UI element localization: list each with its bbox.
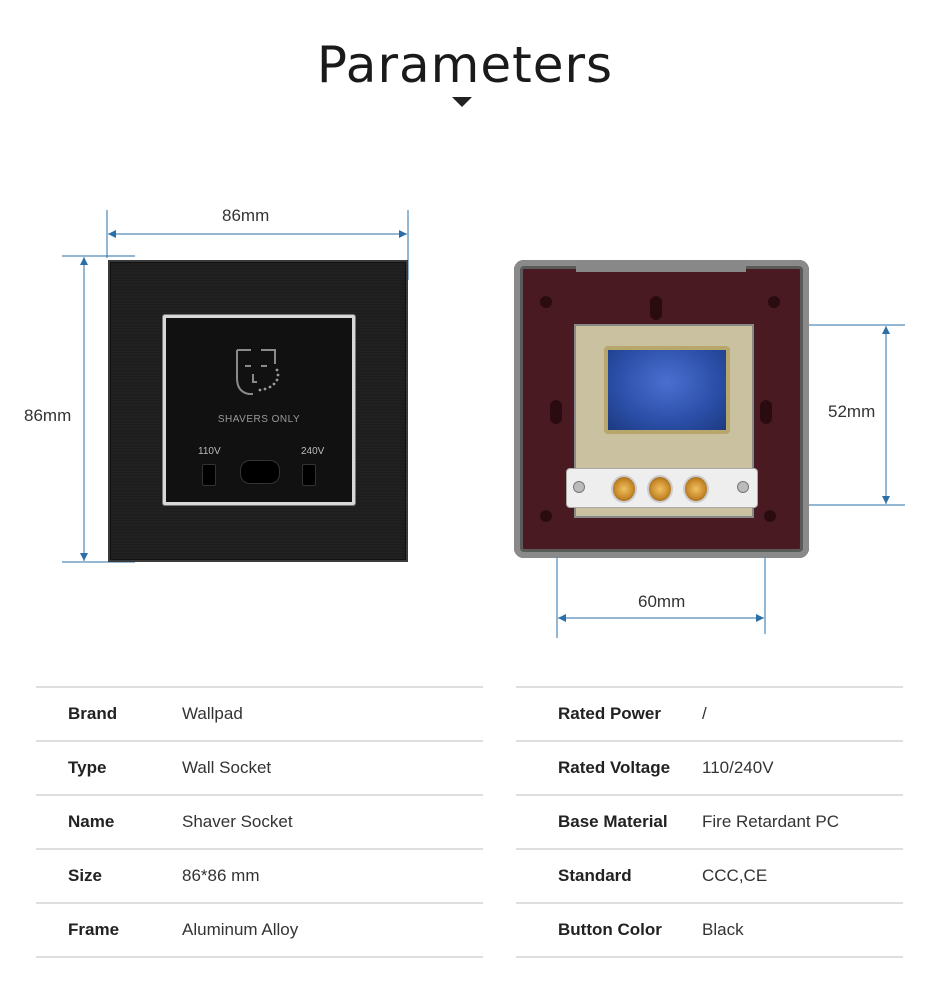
spec-row: Type Wall Socket <box>36 742 483 796</box>
spec-label: Type <box>68 758 107 777</box>
arrow-left-icon <box>108 230 116 238</box>
spec-label: Base Material <box>558 812 668 831</box>
mount-hole <box>760 400 772 424</box>
transformer-coil <box>604 346 730 434</box>
arrow-left-icon <box>558 614 566 622</box>
spec-value: Wallpad <box>182 704 243 723</box>
spec-value: 110/240V <box>702 758 774 777</box>
voltage-240-label: 240V <box>301 446 325 457</box>
front-width-label: 86mm <box>222 206 270 225</box>
spec-row: Standard CCC,CE <box>516 850 903 904</box>
spec-row: Name Shaver Socket <box>36 796 483 850</box>
terminal <box>611 475 637 503</box>
mount-hole <box>650 296 662 320</box>
voltage-110-label: 110V <box>198 446 221 457</box>
pin-hole-center <box>240 460 280 484</box>
spec-value: / <box>702 704 707 723</box>
mount-hole <box>768 296 780 308</box>
spec-value: Aluminum Alloy <box>182 920 299 939</box>
spec-label: Rated Voltage <box>558 758 671 777</box>
spec-row: Frame Aluminum Alloy <box>36 904 483 958</box>
spec-label: Name <box>68 812 115 831</box>
shaver-face-icon <box>236 349 280 395</box>
spec-row: Button Color Black <box>516 904 903 958</box>
spec-label: Standard <box>558 866 632 885</box>
spec-label: Brand <box>68 704 118 723</box>
mount-hole <box>550 400 562 424</box>
spec-value: CCC,CE <box>702 866 768 885</box>
front-height-label: 86mm <box>24 406 72 425</box>
screw-icon <box>737 481 749 493</box>
spec-label: Size <box>68 866 103 885</box>
arrow-down-icon <box>80 553 88 561</box>
spec-row: Brand Wallpad <box>36 686 483 742</box>
mount-hole <box>540 510 552 522</box>
arrow-up-icon <box>882 326 890 334</box>
back-height-label: 52mm <box>828 402 876 421</box>
spec-value: Shaver Socket <box>182 812 293 831</box>
pin-hole-right <box>302 464 316 486</box>
spec-row: Rated Power / <box>516 686 903 742</box>
back-width-label: 60mm <box>638 592 686 611</box>
shavers-only-label: SHAVERS ONLY <box>217 414 301 425</box>
terminal <box>647 475 673 503</box>
screw-icon <box>573 481 585 493</box>
arrow-up-icon <box>80 257 88 265</box>
socket-front-image: SHAVERS ONLY 110V 240V <box>108 260 408 562</box>
mount-hole <box>540 296 552 308</box>
terminal-block <box>566 468 758 508</box>
arrow-down-icon <box>882 496 890 504</box>
spec-row: Rated Voltage 110/240V <box>516 742 903 796</box>
spec-table-right: Rated Power / Rated Voltage 110/240V Bas… <box>516 686 903 958</box>
terminal <box>683 475 709 503</box>
spec-value: Fire Retardant PC <box>702 812 839 831</box>
caret-down-icon <box>452 97 472 107</box>
socket-insert: SHAVERS ONLY 110V 240V <box>163 315 355 505</box>
spec-value: Black <box>702 920 744 939</box>
spec-label: Button Color <box>558 920 662 939</box>
arrow-right-icon <box>399 230 407 238</box>
socket-back-image <box>514 260 809 558</box>
spec-table-left: Brand Wallpad Type Wall Socket Name Shav… <box>36 686 483 958</box>
spec-value: Wall Socket <box>182 758 272 777</box>
arrow-right-icon <box>756 614 764 622</box>
pin-hole-left <box>202 464 216 486</box>
spec-value: 86*86 mm <box>182 866 260 885</box>
spec-label: Rated Power <box>558 704 661 723</box>
back-top-tab <box>576 260 746 272</box>
spec-row: Base Material Fire Retardant PC <box>516 796 903 850</box>
spec-row: Size 86*86 mm <box>36 850 483 904</box>
page-title: Parameters <box>316 36 614 94</box>
spec-label: Frame <box>68 920 120 939</box>
mount-hole <box>764 510 776 522</box>
